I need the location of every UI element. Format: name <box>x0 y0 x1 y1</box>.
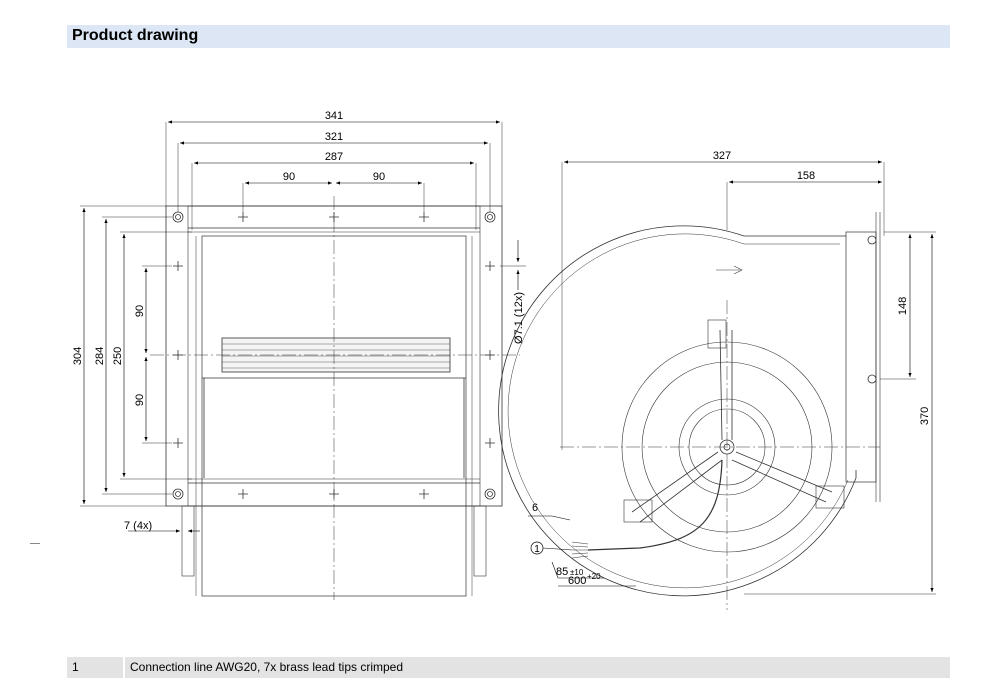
margin-tick <box>30 543 40 544</box>
legend-item-description: Connection line AWG20, 7x brass lead tip… <box>130 660 404 674</box>
dim-width-287: 287 <box>325 151 343 163</box>
dim-height-250: 250 <box>112 347 124 365</box>
outlet-flange <box>845 231 877 483</box>
front-dimension-lines <box>80 120 526 533</box>
dim-lead-length-tolerance: +20 <box>587 572 601 581</box>
support-arm-right <box>731 451 833 503</box>
section-title: Product drawing <box>72 27 199 44</box>
dim-height-284: 284 <box>94 347 106 365</box>
legend-item-number-cell: 1 <box>67 657 125 678</box>
dim-height-370: 370 <box>919 407 931 425</box>
dim-angle-6: 6 <box>532 502 538 514</box>
front-view <box>150 196 520 600</box>
dim-height-148: 148 <box>897 297 909 315</box>
dim-hole-diameter: Ø7.1 (12x) <box>513 292 525 344</box>
legend-item-number: 1 <box>72 660 79 674</box>
dim-lead-strip: 85 <box>556 566 568 578</box>
section-header: Product drawing <box>67 25 950 48</box>
support-arm-top <box>719 329 733 441</box>
connection-cable <box>587 459 723 551</box>
dim-vertical-upper-90: 90 <box>134 305 146 317</box>
dim-spacing-left-90: 90 <box>283 171 295 183</box>
dim-depth-327: 327 <box>713 150 731 162</box>
callout-1: 1 <box>530 541 573 555</box>
dim-depth-158: 158 <box>797 170 815 182</box>
callout-1-label: 1 <box>534 544 540 555</box>
dim-width-341: 341 <box>325 110 343 122</box>
dim-lead-length: 600 <box>568 575 586 587</box>
dim-lead-strip-tolerance: ±10 <box>570 568 584 577</box>
scroll-housing <box>498 225 857 597</box>
dim-height-304: 304 <box>72 347 84 365</box>
dim-width-321: 321 <box>325 131 343 143</box>
dim-flange-thickness: 7 (4x) <box>124 520 152 532</box>
support-arm-left <box>631 451 723 523</box>
side-view <box>498 212 881 610</box>
legend-row: 1 Connection line AWG20, 7x brass lead t… <box>67 657 950 678</box>
dim-vertical-lower-90: 90 <box>134 394 146 406</box>
dim-spacing-right-90: 90 <box>373 171 385 183</box>
side-dimension-lines <box>528 160 936 595</box>
